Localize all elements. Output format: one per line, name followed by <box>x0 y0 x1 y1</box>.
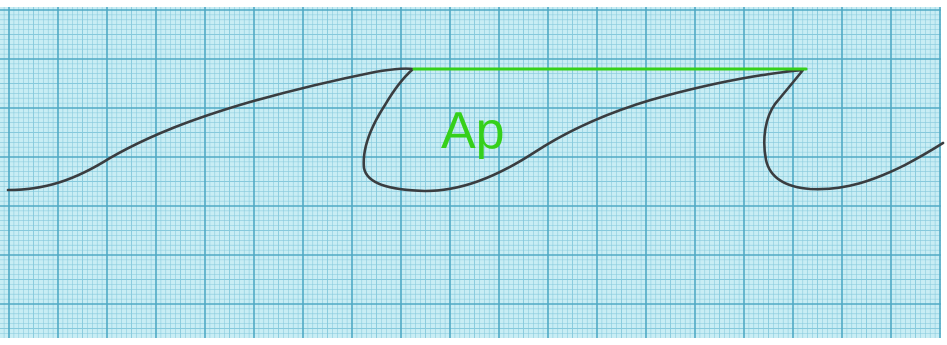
ap-label: Ap <box>441 102 505 160</box>
paper-edge-top <box>0 0 947 7</box>
wave-profile-curve <box>6 67 945 193</box>
paper-edge-right <box>941 0 947 345</box>
paper-edge-bottom <box>0 338 947 345</box>
